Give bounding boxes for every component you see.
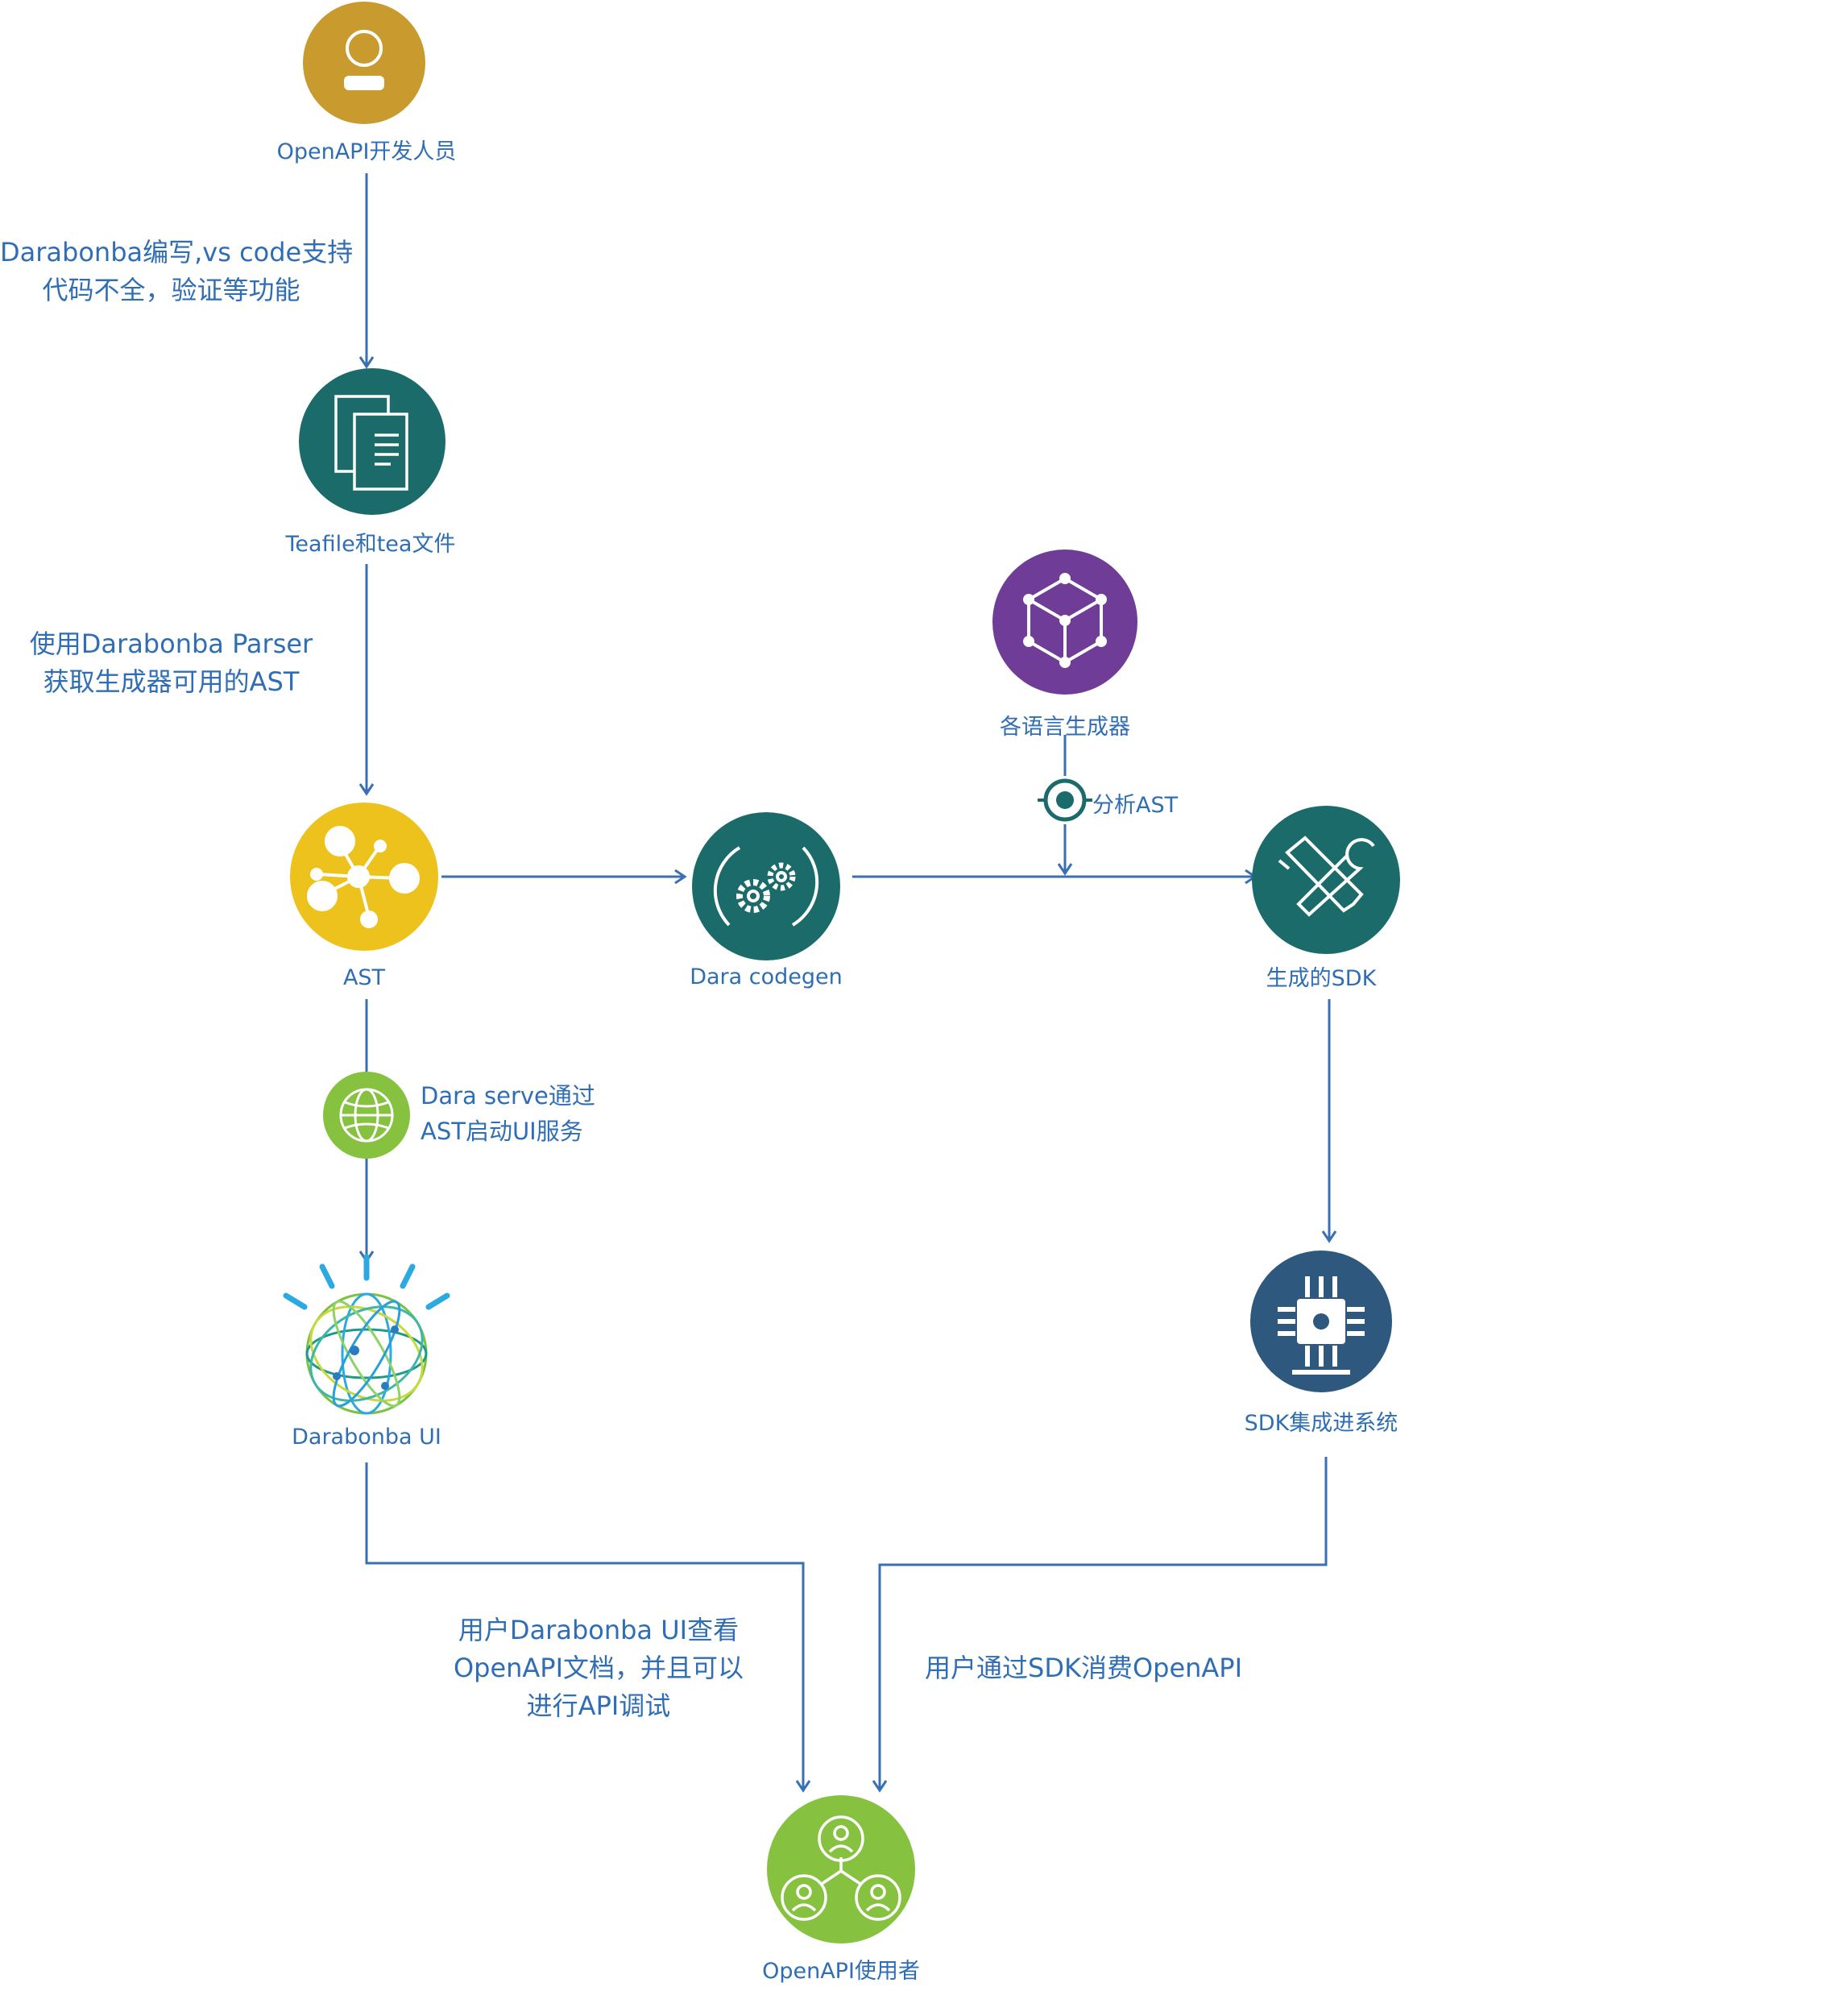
cube-icon xyxy=(1023,573,1107,668)
edge-integration-to-users xyxy=(872,1457,1328,1793)
edge-label-line: Dara serve通过 xyxy=(421,1082,595,1110)
edge-label-serve: Dara serve通过 AST启动UI服务 xyxy=(421,1078,598,1149)
edge-label-sdk-to-users: 用户通过SDK消费OpenAPI xyxy=(925,1653,1243,1683)
teafile-label: Teafile和tea文件 xyxy=(285,532,456,557)
chip-icon xyxy=(1278,1276,1365,1375)
users-group-icon xyxy=(781,1815,901,1921)
node-codegen xyxy=(692,812,840,960)
node-sdk xyxy=(1252,806,1400,954)
edge-label-ui-to-users: 用户Darabonba UI查看 OpenAPI文档，并且可以 进行API调试 xyxy=(441,1612,756,1725)
node-generators xyxy=(992,550,1137,695)
edge-label-dev-to-teafile: Darabonba编写,vs code支持 代码不全，验证等功能 xyxy=(0,234,354,309)
edge-label-line: 使用Darabonba Parser xyxy=(29,628,313,659)
edge-label-teafile-to-ast: 使用Darabonba Parser 获取生成器可用的AST xyxy=(16,625,326,701)
tools-icon xyxy=(1278,836,1375,917)
person-icon xyxy=(344,30,384,90)
edge-label-line: 代码不全，验证等功能 xyxy=(42,275,300,305)
node-darabonba-ui xyxy=(283,1254,450,1415)
codegen-label: Dara codegen xyxy=(690,964,843,989)
node-integration xyxy=(1250,1251,1392,1392)
refresh-eye-icon xyxy=(1038,776,1092,824)
gears-icon xyxy=(713,846,819,927)
edge-label-line: AST启动UI服务 xyxy=(421,1118,583,1145)
edge-label-analyze: 分析AST xyxy=(1092,793,1179,818)
node-teafile xyxy=(299,368,445,515)
edge-ui-to-users xyxy=(365,1462,811,1793)
node-developer xyxy=(303,2,425,124)
network-hub-icon xyxy=(307,826,420,928)
ast-label: AST xyxy=(342,965,386,990)
node-ast xyxy=(290,803,438,951)
edge-label-line: 进行API调试 xyxy=(526,1690,671,1721)
users-label: OpenAPI使用者 xyxy=(762,1959,920,1984)
integration-label: SDK集成进系统 xyxy=(1244,1411,1398,1436)
sdk-label: 生成的SDK xyxy=(1266,966,1377,991)
globe-icon xyxy=(283,1254,450,1415)
developer-label: OpenAPI开发人员 xyxy=(276,139,457,164)
node-users xyxy=(767,1795,915,1943)
web-icon xyxy=(323,1072,410,1159)
documents-icon xyxy=(334,395,408,491)
edge-label-line: 用户Darabonba UI查看 xyxy=(458,1615,740,1645)
darabonba-ui-label: Darabonba UI xyxy=(292,1425,441,1450)
edge-label-line: Darabonba编写,vs code支持 xyxy=(0,237,354,268)
edge-label-line: 获取生成器可用的AST xyxy=(43,666,300,697)
generators-label: 各语言生成器 xyxy=(1000,715,1130,740)
edge-label-line: OpenAPI文档，并且可以 xyxy=(453,1653,744,1683)
